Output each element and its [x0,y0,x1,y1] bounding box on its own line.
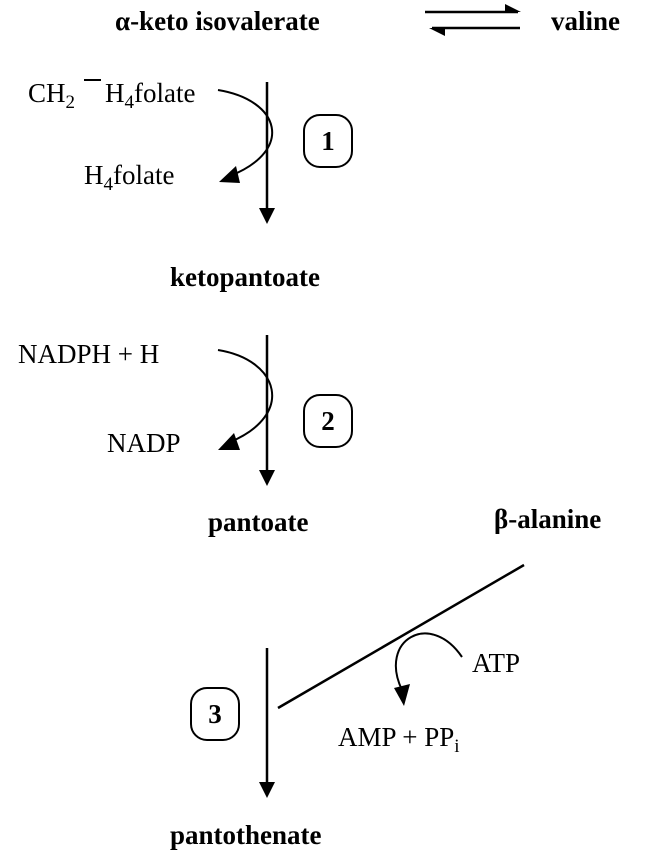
beta-alanine-entry-line [277,563,525,710]
step1-main-arrow-icon [259,82,275,224]
compound-pantothenate: pantothenate [170,820,322,850]
step3-main-arrow-icon [259,648,275,798]
svg-text:2: 2 [321,406,335,436]
step1-cofactor-curve-arrow-icon [217,89,274,183]
cofactor-atp: ATP [472,648,520,678]
step1-label-badge: 1 [303,114,353,168]
compound-alpha-keto-isovalerate: α-keto isovalerate [115,6,320,36]
compound-valine: valine [551,6,620,36]
reversible-arrow-icon [425,4,521,36]
cofactor-nadph: NADPH + H [18,339,159,369]
compound-beta-alanine: β-alanine [494,504,601,534]
step2-cofactor-curve-arrow-icon [217,349,274,450]
cofactor-nadp: NADP [107,428,181,458]
svg-text:1: 1 [321,126,335,156]
svg-text:3: 3 [208,699,222,729]
step3-label-badge: 3 [190,687,240,741]
cofactor-amp-ppi: AMP + PPi [338,722,460,757]
cofactor-h4folate: H4folate [84,160,174,195]
compound-pantoate: pantoate [208,507,309,537]
step2-main-arrow-icon [259,335,275,486]
step2-label-badge: 2 [303,394,353,448]
step3-cofactor-curve-arrow-icon [394,632,463,706]
compound-ketopantoate: ketopantoate [170,262,320,292]
